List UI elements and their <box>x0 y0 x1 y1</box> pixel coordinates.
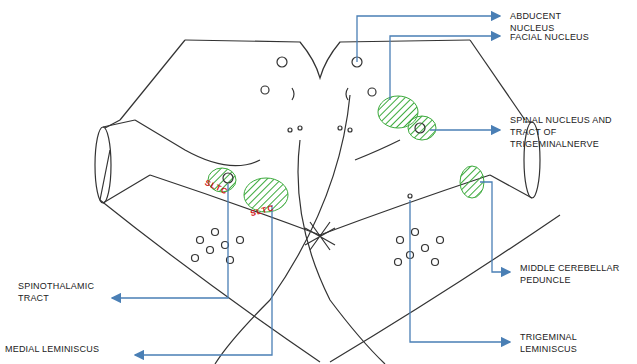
structure-label: ABDUCENT NUCLEUS <box>510 10 590 34</box>
structure-label: MIDDLE CEREBELLAR PEDUNCLE <box>520 262 620 286</box>
structure-label: SPINAL NUCLEUS AND TRACT OF TRIGEMINALNE… <box>510 114 632 150</box>
structure-label: TRIGEMINAL LEMINISCUS <box>520 331 620 355</box>
structure-label: MEDIAL LEMINISCUS <box>5 343 131 355</box>
structure-label: FACIAL NUCLEUS <box>510 31 620 43</box>
structure-label: SPINOTHALAMIC TRACT <box>18 280 110 304</box>
